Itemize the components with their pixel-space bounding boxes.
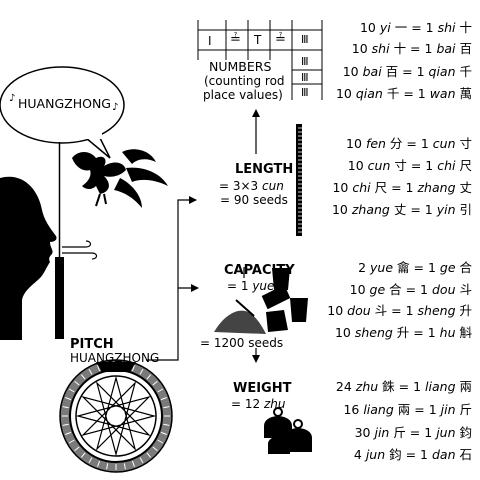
capacity-equation-row: 10 ge 合 = 1 dou 斗 (349, 282, 472, 297)
pitch-pipe-icon (55, 257, 64, 339)
numbers-subtitle-1: (counting rod (204, 74, 285, 88)
weight-equation-row: 24 zhu 銖 = 1 liang 兩 (335, 379, 472, 394)
capacity-equation-row: 2 yue 龠 = 1 ge 合 (358, 260, 472, 275)
capacity-equation-row: 10 dou 斗 = 1 sheng 升 (327, 303, 472, 318)
capacity-seeds: = 1200 seeds (200, 336, 284, 350)
rod-5: Ⅲ (301, 33, 309, 46)
music-note-right: ♪ (112, 102, 119, 113)
length-sub-2: = 90 seeds (220, 193, 288, 207)
capacity-title: CAPACITY (224, 263, 295, 278)
pitch-wheel-icon (59, 359, 173, 473)
length-equation-row: 10 cun 寸 = 1 chi 尺 (347, 158, 472, 173)
numbers-equation-row: 10 qian 千 = 1 wan 萬 (335, 86, 472, 101)
weight-sub-1: = 12 zhu (231, 397, 286, 411)
length-sub-1: = 3×3 cun (219, 179, 284, 193)
weight-equation-row: 16 liang 兩 = 1 jin 斤 (343, 402, 472, 417)
wind-icon (62, 240, 98, 260)
rod-8: Ⅲ (301, 86, 309, 99)
head-silhouette-icon (0, 176, 57, 340)
rod-3: T (254, 33, 262, 47)
capacity-equation-row: 10 sheng 升 = 1 hu 斛 (334, 325, 472, 340)
rod-2: ≟ (230, 32, 241, 47)
speech-bubble-icon (0, 66, 125, 159)
rod-1: I (208, 34, 212, 48)
length-equation-row: 10 zhang 丈 = 1 yin 引 (331, 202, 472, 217)
capacity-sub-1: = 1 yue (227, 279, 275, 293)
ruler-icon (296, 124, 302, 236)
rod-4: ≟ (275, 32, 286, 47)
weight-equation-row: 30 jin 斤 = 1 jun 鈞 (354, 425, 472, 440)
weights-icon (264, 407, 312, 454)
numbers-equation-row: 10 yi 一 = 1 shi 十 (359, 20, 472, 35)
pitch-title: PITCH (70, 337, 114, 352)
connector-lines (146, 109, 260, 363)
length-equation-row: 10 chi 尺 = 1 zhang 丈 (332, 180, 472, 195)
weight-title: WEIGHT (233, 381, 292, 396)
pitch-sub: HUANGZHONG (70, 351, 160, 365)
length-equation-row: 10 fen 分 = 1 cun 寸 (346, 136, 472, 151)
length-title: LENGTH (235, 162, 294, 177)
rod-7: Ⅲ (301, 71, 309, 84)
rod-6: Ⅲ (301, 55, 309, 68)
weight-equation-row: 4 jun 鈞 = 1 dan 石 (353, 447, 472, 462)
numbers-title: NUMBERS (209, 59, 272, 74)
numbers-subtitle-2: place values) (203, 88, 283, 102)
seed-pile-icon (214, 299, 266, 334)
numbers-equation-row: 10 shi 十 = 1 bai 百 (351, 41, 472, 56)
speech-text: HUANGZHONG (18, 96, 111, 111)
counting-rods-icon (197, 20, 323, 100)
music-note-left: ♪ (9, 93, 16, 104)
measuring-vessels-icon (261, 268, 308, 332)
phoenix-icon (72, 149, 168, 208)
numbers-equation-row: 10 bai 百 = 1 qian 千 (342, 64, 472, 79)
